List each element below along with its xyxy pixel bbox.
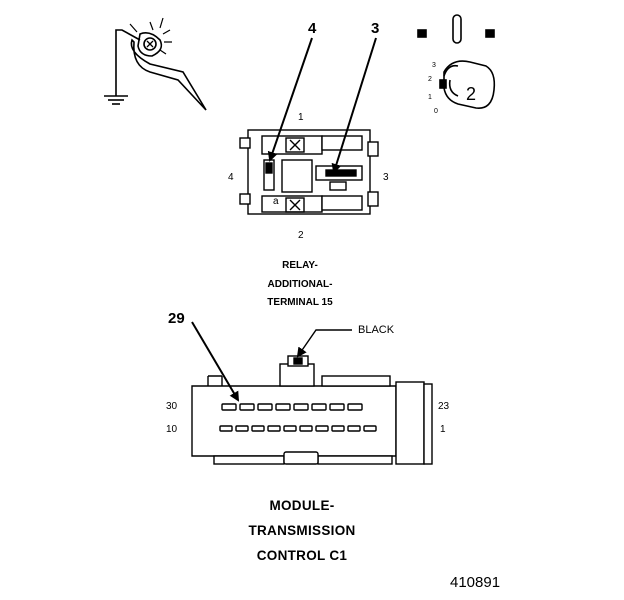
pin-row-top xyxy=(221,403,363,411)
ignition-position-0: 0 xyxy=(434,108,438,115)
relay-title-line-2: ADDITIONAL- xyxy=(267,279,333,290)
ignition-key-position: 2 xyxy=(466,84,477,104)
test-probe-icon xyxy=(115,17,207,111)
relay-pin-3: 3 xyxy=(383,172,389,183)
relay-pin-4: 4 xyxy=(228,172,234,183)
ground-symbol-icon xyxy=(104,95,128,105)
ignition-position-1: 1 xyxy=(428,94,432,101)
callout-arrow-4 xyxy=(267,37,313,162)
callout-arrow-black xyxy=(296,329,352,358)
relay-callout-4: 4 xyxy=(308,20,317,37)
ignition-position-3: 3 xyxy=(432,62,436,69)
module-title-line-1: MODULE- xyxy=(269,498,335,513)
module-pin-1: 1 xyxy=(440,424,446,435)
relay-connector xyxy=(239,129,379,215)
module-callout-29: 29 xyxy=(168,310,185,327)
module-pin-10: 10 xyxy=(166,424,178,435)
pin-row-bottom xyxy=(219,425,377,432)
relay-title-line-3: TERMINAL 15 xyxy=(267,297,333,308)
module-connector xyxy=(191,355,433,465)
callout-arrow-3 xyxy=(331,37,377,174)
relay-pin-1: 1 xyxy=(298,112,304,123)
module-color-callout: BLACK xyxy=(358,324,395,336)
callout-arrow-29 xyxy=(191,321,240,402)
relay-pin-2: 2 xyxy=(298,230,304,241)
figure-number: 410891 xyxy=(450,574,501,591)
relay-callout-3: 3 xyxy=(371,20,380,37)
relay-inner-mark: a xyxy=(273,196,279,207)
module-pin-30: 30 xyxy=(166,401,178,412)
module-title-line-2: TRANSMISSION xyxy=(248,523,356,538)
ignition-position-2: 2 xyxy=(428,76,432,83)
module-title-line-3: CONTROL C1 xyxy=(256,548,348,563)
module-pin-23: 23 xyxy=(438,401,450,412)
relay-title-line-1: RELAY- xyxy=(282,260,318,271)
ignition-key-icon xyxy=(417,14,496,109)
